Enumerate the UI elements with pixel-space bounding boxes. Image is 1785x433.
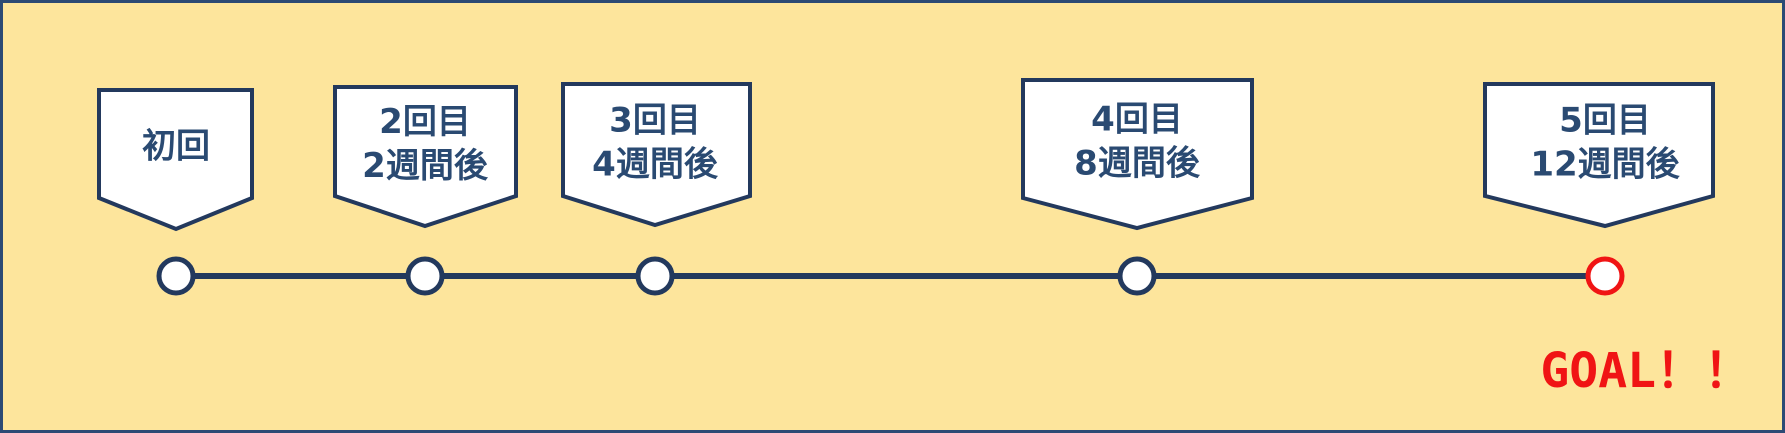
milestone-label-line: 4週間後 — [592, 145, 719, 185]
milestone-label-line: 初回 — [142, 127, 210, 167]
milestone-label-line: 8週間後 — [1074, 144, 1201, 184]
milestone-label-line: 3回目 — [609, 101, 701, 141]
milestone-callout — [97, 88, 254, 232]
milestone-label-line: 12週間後 — [1530, 145, 1680, 185]
milestone-node — [635, 256, 675, 296]
milestone-callout — [1483, 82, 1715, 229]
milestone-callout — [333, 85, 518, 229]
milestone-callout — [1021, 78, 1254, 231]
milestone-1: 初回 — [97, 88, 254, 296]
milestone-label-line: 2回目 — [379, 102, 471, 142]
milestone-callout — [561, 82, 752, 228]
goal-label: GOAL！！ — [1540, 343, 1752, 399]
milestone-label-line: 2週間後 — [362, 146, 489, 186]
milestone-label-line: 4回目 — [1091, 100, 1183, 140]
goal-node — [1585, 256, 1625, 296]
milestone-node — [156, 256, 196, 296]
milestone-node — [405, 256, 445, 296]
milestone-node — [1117, 256, 1157, 296]
milestone-label-line: 5回目 — [1559, 101, 1651, 141]
